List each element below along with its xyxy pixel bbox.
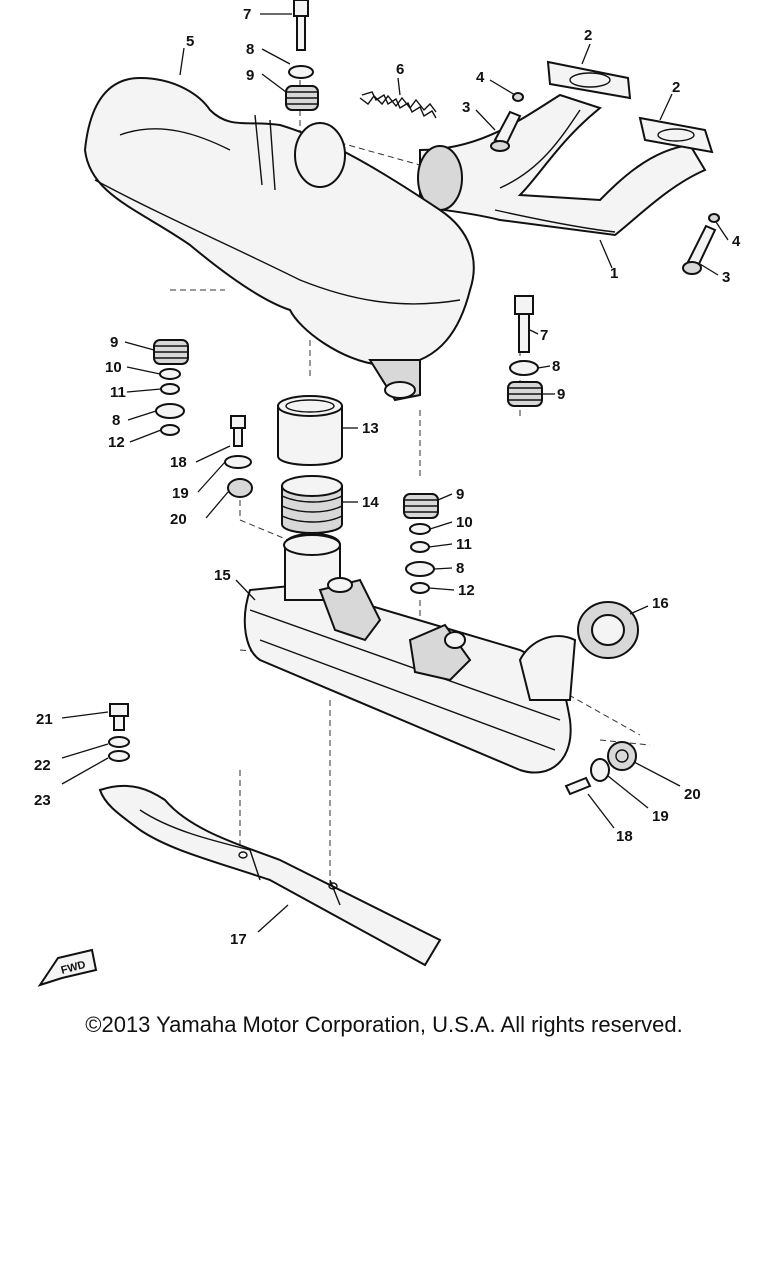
callout-19: 19: [652, 808, 669, 825]
upper-muffler-part-5: [83, 76, 475, 402]
callout-14: 14: [362, 494, 379, 511]
front-exhaust-pipe-part-1: [417, 93, 707, 237]
leader-lines: [61, 13, 729, 933]
callout-10: 10: [456, 514, 473, 531]
bracket-bolt-part-21-22-23: [108, 703, 130, 762]
callout-15: 15: [214, 567, 231, 584]
callout-18: 18: [616, 828, 633, 845]
callout-23: 23: [34, 792, 51, 809]
mount-hardware-part-18-19-20: [224, 415, 637, 796]
callout-2: 2: [672, 79, 680, 96]
copyright-notice: ©2013 Yamaha Motor Corporation, U.S.A. A…: [85, 1012, 683, 1037]
callout-6: 6: [396, 61, 404, 78]
spring-part-6: [359, 91, 437, 119]
washer-part-8: [155, 65, 539, 577]
callout-20: 20: [684, 786, 701, 803]
callout-9: 9: [110, 334, 118, 351]
callout-17: 17: [230, 931, 247, 948]
callout-12: 12: [108, 434, 125, 451]
callout-8: 8: [552, 358, 560, 375]
callout-3: 3: [462, 99, 470, 116]
callout-4: 4: [476, 69, 485, 86]
flange-bolts-part-3-4: [490, 92, 720, 275]
callout-8: 8: [456, 560, 464, 577]
callout-7: 7: [243, 6, 251, 23]
callout-20: 20: [170, 511, 187, 528]
callout-5: 5: [186, 33, 194, 50]
callout-11: 11: [456, 536, 472, 553]
diagram-canvas: FWD: [34, 0, 741, 987]
gasket-part-2: [546, 60, 714, 154]
exploded-parts-diagram: FWD: [34, 0, 741, 987]
callout-13: 13: [362, 420, 379, 437]
callout-19: 19: [172, 485, 189, 502]
callout-16: 16: [652, 595, 669, 612]
forward-direction-arrow-icon: FWD: [37, 948, 98, 987]
callout-labels: 7 8 9 5 6 4 3 2 2 1 4 3 9 10 11 8 12 7 8…: [34, 6, 741, 948]
callout-4: 4: [732, 233, 741, 250]
callout-9: 9: [246, 67, 254, 84]
callout-9: 9: [456, 486, 464, 503]
callout-12: 12: [458, 582, 475, 599]
callout-2: 2: [584, 27, 592, 44]
small-washers-part-10-11-12: [159, 368, 431, 594]
sleeve-gasket-part-14: [281, 475, 343, 534]
grommet-ring-part-16: [577, 601, 639, 659]
damper-part-9: [153, 85, 543, 519]
callout-22: 22: [34, 757, 51, 774]
callout-8: 8: [246, 41, 254, 58]
callout-11: 11: [110, 384, 126, 401]
callout-21: 21: [36, 711, 53, 728]
callout-3: 3: [722, 269, 730, 286]
callout-7: 7: [540, 327, 548, 344]
bolt-part-7: [293, 0, 534, 353]
lower-muffler-part-15: [243, 532, 577, 774]
callout-1: 1: [610, 265, 618, 282]
callout-10: 10: [105, 359, 122, 376]
callout-18: 18: [170, 454, 187, 471]
sleeve-part-13: [277, 395, 343, 466]
bottom-bracket-part-17: [98, 784, 442, 967]
callout-8: 8: [112, 412, 120, 429]
callout-9: 9: [557, 386, 565, 403]
